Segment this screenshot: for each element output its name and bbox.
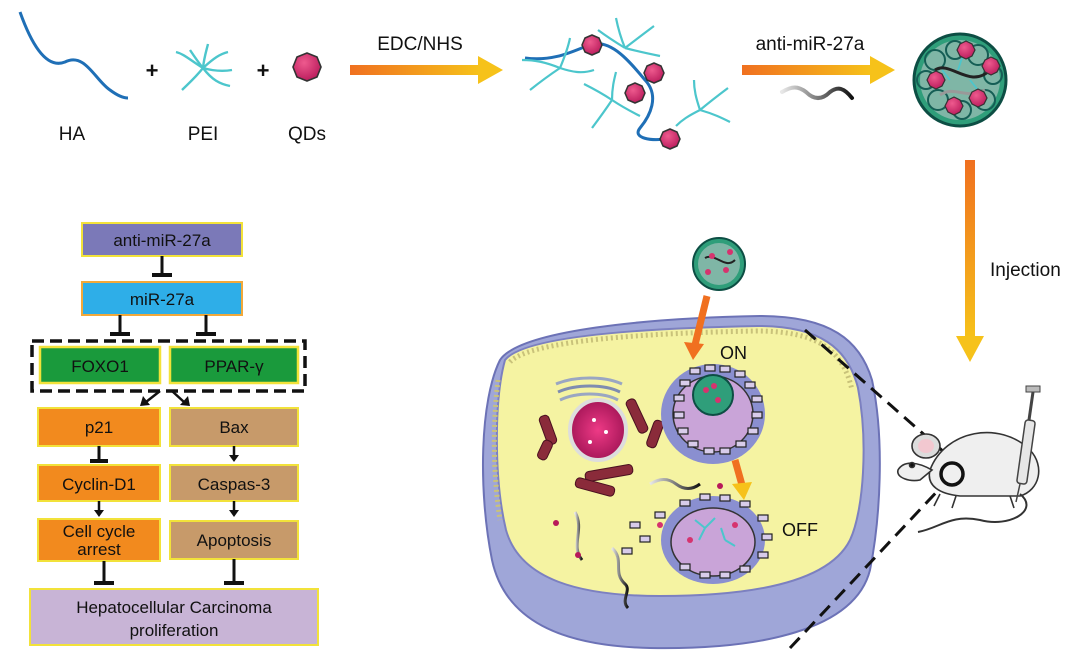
bax-box — [169, 407, 299, 447]
step-label-edc-nhs: EDC/NHS — [377, 34, 463, 55]
step-label-anti-mir: anti-miR-27a — [756, 34, 865, 55]
target-genes-frame — [30, 339, 307, 393]
nucleus-icon — [568, 398, 628, 462]
caspas-3-label: Caspas-3 — [198, 475, 271, 494]
hcc-proliferation-box — [29, 588, 319, 646]
hcc-label-line1: Hepatocellular Carcinoma — [76, 598, 272, 617]
cell-cycle-arrest-line1: Cell cycle — [63, 522, 136, 541]
edc-nhs-arrow: EDC/NHS — [350, 34, 503, 84]
mir-27a-box — [81, 281, 243, 316]
ppar-gamma-box — [168, 345, 300, 385]
mir-27a-label: miR-27a — [130, 290, 195, 309]
mitochondria-icon — [537, 398, 664, 497]
cell-cycle-arrest-box — [37, 518, 161, 562]
signaling-pathway: anti-miR-27a miR-27a FOXO1 PPAR-γ p21 Ba… — [29, 222, 319, 646]
reagent-label-qds: QDs — [288, 124, 326, 145]
plus-sign-1: + — [146, 58, 159, 83]
cell-cycle-arrest-line2: arrest — [77, 540, 121, 559]
reagent-label-pei: PEI — [188, 124, 219, 145]
plus-sign-2: + — [257, 58, 270, 83]
endosome-on-icon — [661, 364, 765, 464]
apoptosis-box — [169, 520, 299, 560]
zoom-line-upper — [804, 328, 946, 455]
syringe-icon — [1015, 385, 1041, 503]
anti-mir-loading-arrow: anti-miR-27a — [742, 34, 895, 100]
reagent-qds: QDs — [288, 52, 326, 145]
cyclin-d1-box — [37, 464, 161, 502]
zoom-line-lower — [788, 481, 947, 650]
foxo1-label: FOXO1 — [71, 357, 129, 376]
nanoparticle-complex-icon — [912, 32, 1008, 128]
reagent-label-ha: HA — [59, 124, 86, 145]
anti-mir-27a-label: anti-miR-27a — [113, 231, 211, 250]
p21-label: p21 — [85, 418, 113, 437]
anti-mir-27a-box — [81, 222, 243, 257]
ha-pei-qd-conjugate — [521, 17, 731, 150]
cyclin-d1-label: Cyclin-D1 — [62, 475, 136, 494]
reagent-pei: PEI — [175, 43, 233, 145]
foxo1-box — [38, 345, 162, 385]
anti-mir-strand-icon — [780, 85, 854, 100]
nanoparticle-small-icon — [692, 237, 746, 291]
ppar-gamma-label: PPAR-γ — [204, 357, 264, 376]
quantum-dot-icon — [292, 52, 322, 82]
endosome-off-icon — [553, 483, 773, 584]
ha-polymer-icon — [18, 11, 129, 100]
apoptosis-label: Apoptosis — [197, 531, 272, 550]
injection-label: Injection — [990, 260, 1061, 281]
off-label: OFF — [782, 520, 818, 540]
tumor-cell-illustration: ON OFF — [482, 295, 881, 650]
injection-arrow: Injection — [956, 160, 1061, 362]
on-label: ON — [720, 343, 747, 363]
golgi-icon — [555, 376, 623, 402]
hcc-label-line2: proliferation — [130, 621, 219, 640]
caspas-3-box — [169, 464, 299, 502]
bax-label: Bax — [219, 418, 249, 437]
mouse-icon — [897, 431, 1040, 533]
pei-branch-icon — [175, 43, 233, 91]
reagent-ha: HA — [18, 11, 129, 145]
